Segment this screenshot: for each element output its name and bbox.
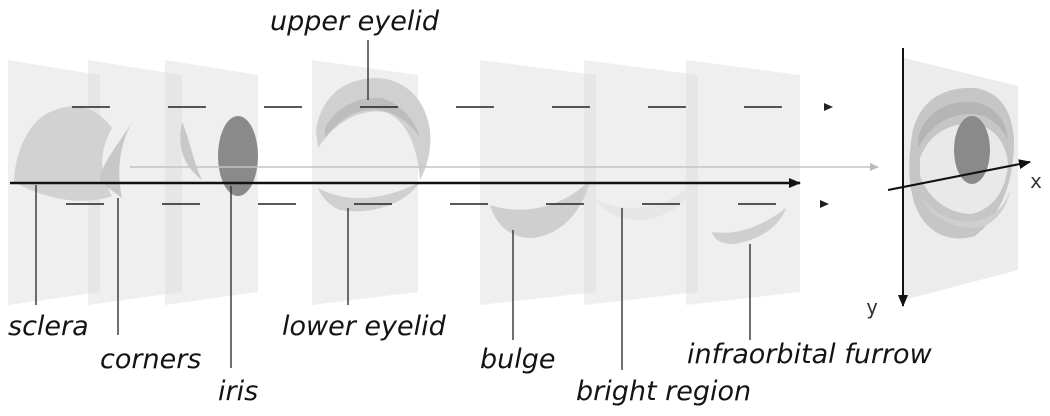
- label-sclera: sclera: [8, 311, 89, 342]
- composite-lower-band: [920, 190, 1010, 228]
- guide-lines: [66, 103, 833, 208]
- upper-eyelid-inner: [325, 97, 420, 138]
- iris-shape: [218, 116, 258, 196]
- label-infraorbital-furrow: infraorbital furrow: [687, 339, 933, 370]
- bulge-shape: [490, 180, 590, 238]
- leader-lines: [35, 40, 751, 370]
- infraorbital-furrow-shape: [712, 208, 786, 244]
- composite-iris: [954, 116, 990, 184]
- label-lower-eyelid: lower eyelid: [282, 311, 447, 342]
- composite-eyelid-band: [918, 101, 1008, 148]
- x-axis-label: x: [1030, 169, 1042, 193]
- bright-region-shape: [596, 180, 696, 220]
- layer-shapes: [14, 78, 786, 244]
- label-bright-region: bright region: [576, 376, 751, 407]
- corner-right-shape: [180, 122, 202, 180]
- lower-eyelid-shape: [318, 182, 420, 212]
- y-axis-label: y: [866, 295, 878, 319]
- label-corners: corners: [100, 344, 201, 375]
- upper-eyelid-shape: [316, 78, 431, 180]
- label-iris: iris: [218, 376, 258, 407]
- label-bulge: bulge: [480, 344, 556, 375]
- corner-left-shape: [99, 122, 132, 198]
- labels: upper eyelid sclera corners iris lower e…: [8, 6, 933, 407]
- sclera-shape: [14, 106, 112, 201]
- label-upper-eyelid: upper eyelid: [270, 6, 440, 37]
- composite-eye: x y: [866, 48, 1042, 319]
- x-axis-line: [887, 159, 1031, 191]
